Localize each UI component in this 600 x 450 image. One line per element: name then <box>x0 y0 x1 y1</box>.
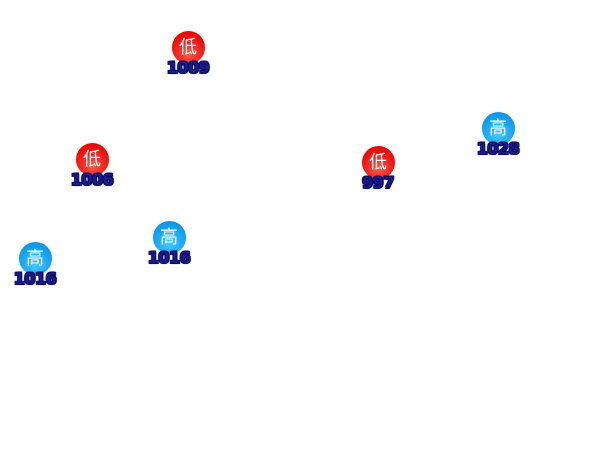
pressure-center-low[interactable]: 低 1009 <box>158 31 218 77</box>
pressure-center-high[interactable]: 高 1016 <box>5 242 65 288</box>
pressure-center-low[interactable]: 低 1006 <box>62 143 122 189</box>
pressure-value: 1009 <box>166 58 210 77</box>
pressure-value: 1016 <box>13 269 57 288</box>
low-pressure-icon: 低 <box>361 146 395 179</box>
high-pressure-icon: 高 <box>152 221 186 254</box>
low-pressure-icon: 低 <box>75 143 109 176</box>
high-pressure-icon: 高 <box>18 242 52 275</box>
pressure-center-low[interactable]: 低 997 <box>348 146 408 192</box>
pressure-center-high[interactable]: 高 1016 <box>139 221 199 267</box>
pressure-center-high[interactable]: 高 1028 <box>468 112 528 158</box>
pressure-value: 997 <box>362 173 394 192</box>
pressure-value: 1006 <box>70 170 114 189</box>
low-pressure-icon: 低 <box>171 31 205 64</box>
high-pressure-icon: 高 <box>481 112 515 145</box>
pressure-value: 1016 <box>147 248 191 267</box>
pressure-value: 1028 <box>476 139 520 158</box>
